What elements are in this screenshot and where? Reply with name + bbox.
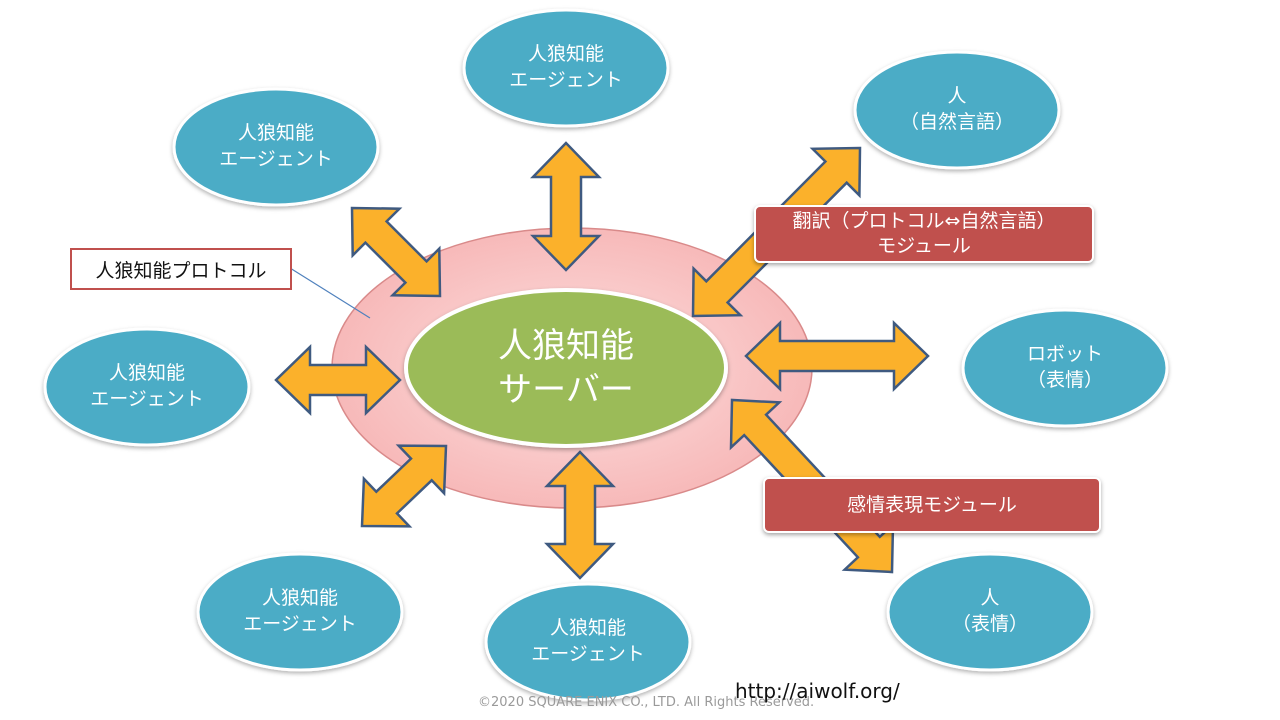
human-language-node: [853, 50, 1061, 170]
node-label-line2: （表情）: [1026, 369, 1103, 391]
agent-label-left: 人狼知能 エージェント: [45, 329, 249, 445]
server-label: 人狼知能 サーバー: [406, 298, 726, 438]
protocol-label: 人狼知能プロトコル: [70, 248, 292, 290]
agent-label-line1: 人狼知能: [549, 617, 626, 640]
node-label-line1: ロボット: [1026, 343, 1103, 366]
agent-label-line2: エージェント: [90, 388, 204, 410]
node-label-line1: 人: [947, 85, 967, 108]
human-language-label: 人 （自然言語）: [855, 52, 1059, 168]
robot-label: ロボット （表情）: [963, 310, 1167, 426]
node-label-line1: 人: [980, 587, 1000, 610]
translation-module: 翻訳（プロトコル⇔自然言語） モジュール: [754, 205, 1094, 263]
emotion-module-label: 感情表現モジュール: [847, 493, 1017, 516]
node-label-line2: （自然言語）: [899, 111, 1014, 133]
agent-label-upper-left: 人狼知能 エージェント: [174, 89, 378, 205]
agent-label-line1: 人狼知能: [527, 43, 604, 66]
agent-node-bottom: [484, 582, 692, 702]
agent-label-lower-left: 人狼知能 エージェント: [198, 554, 402, 670]
agent-label-line1: 人狼知能: [237, 122, 314, 145]
agent-label-line1: 人狼知能: [261, 587, 338, 610]
arrow-bottom-icon: [544, 450, 616, 580]
agent-label-line2: エージェント: [509, 69, 623, 91]
copyright-text: ©2020 SQUARE ENIX CO., LTD. All Rights R…: [478, 695, 815, 710]
agent-label-bottom: 人狼知能 エージェント: [486, 584, 690, 700]
agent-node-left: [43, 327, 251, 447]
arrow-lower-left-icon: [360, 444, 448, 528]
server-node: [404, 288, 728, 448]
arrow-robot-icon: [744, 320, 930, 392]
agent-label-line2: エージェント: [531, 643, 645, 665]
translation-module-line1: 翻訳（プロトコル⇔自然言語）: [792, 210, 1056, 233]
arrow-upper-left-icon: [350, 206, 442, 298]
agent-node-upper-left: [172, 87, 380, 207]
arrow-top-icon: [530, 141, 602, 272]
arrow-left-icon: [274, 344, 402, 416]
protocol-callout-line: [289, 267, 371, 319]
website-url: http://aiwolf.org/: [735, 679, 900, 703]
agent-label-top: 人狼知能 エージェント: [464, 10, 668, 126]
agent-label-line2: エージェント: [243, 613, 357, 635]
agent-node-lower-left: [196, 552, 404, 672]
human-expression-node: [886, 552, 1094, 672]
robot-node: [961, 308, 1169, 428]
agent-label-line1: 人狼知能: [108, 362, 185, 385]
server-label-line2: サーバー: [498, 370, 634, 410]
human-expression-label: 人 （表情）: [888, 554, 1092, 670]
emotion-module: 感情表現モジュール: [763, 477, 1101, 533]
agent-label-line2: エージェント: [219, 148, 333, 170]
agent-node-top: [462, 8, 670, 128]
server-label-line1: 人狼知能: [498, 325, 634, 366]
node-label-line2: （表情）: [951, 613, 1028, 635]
translation-module-line2: モジュール: [877, 235, 971, 257]
